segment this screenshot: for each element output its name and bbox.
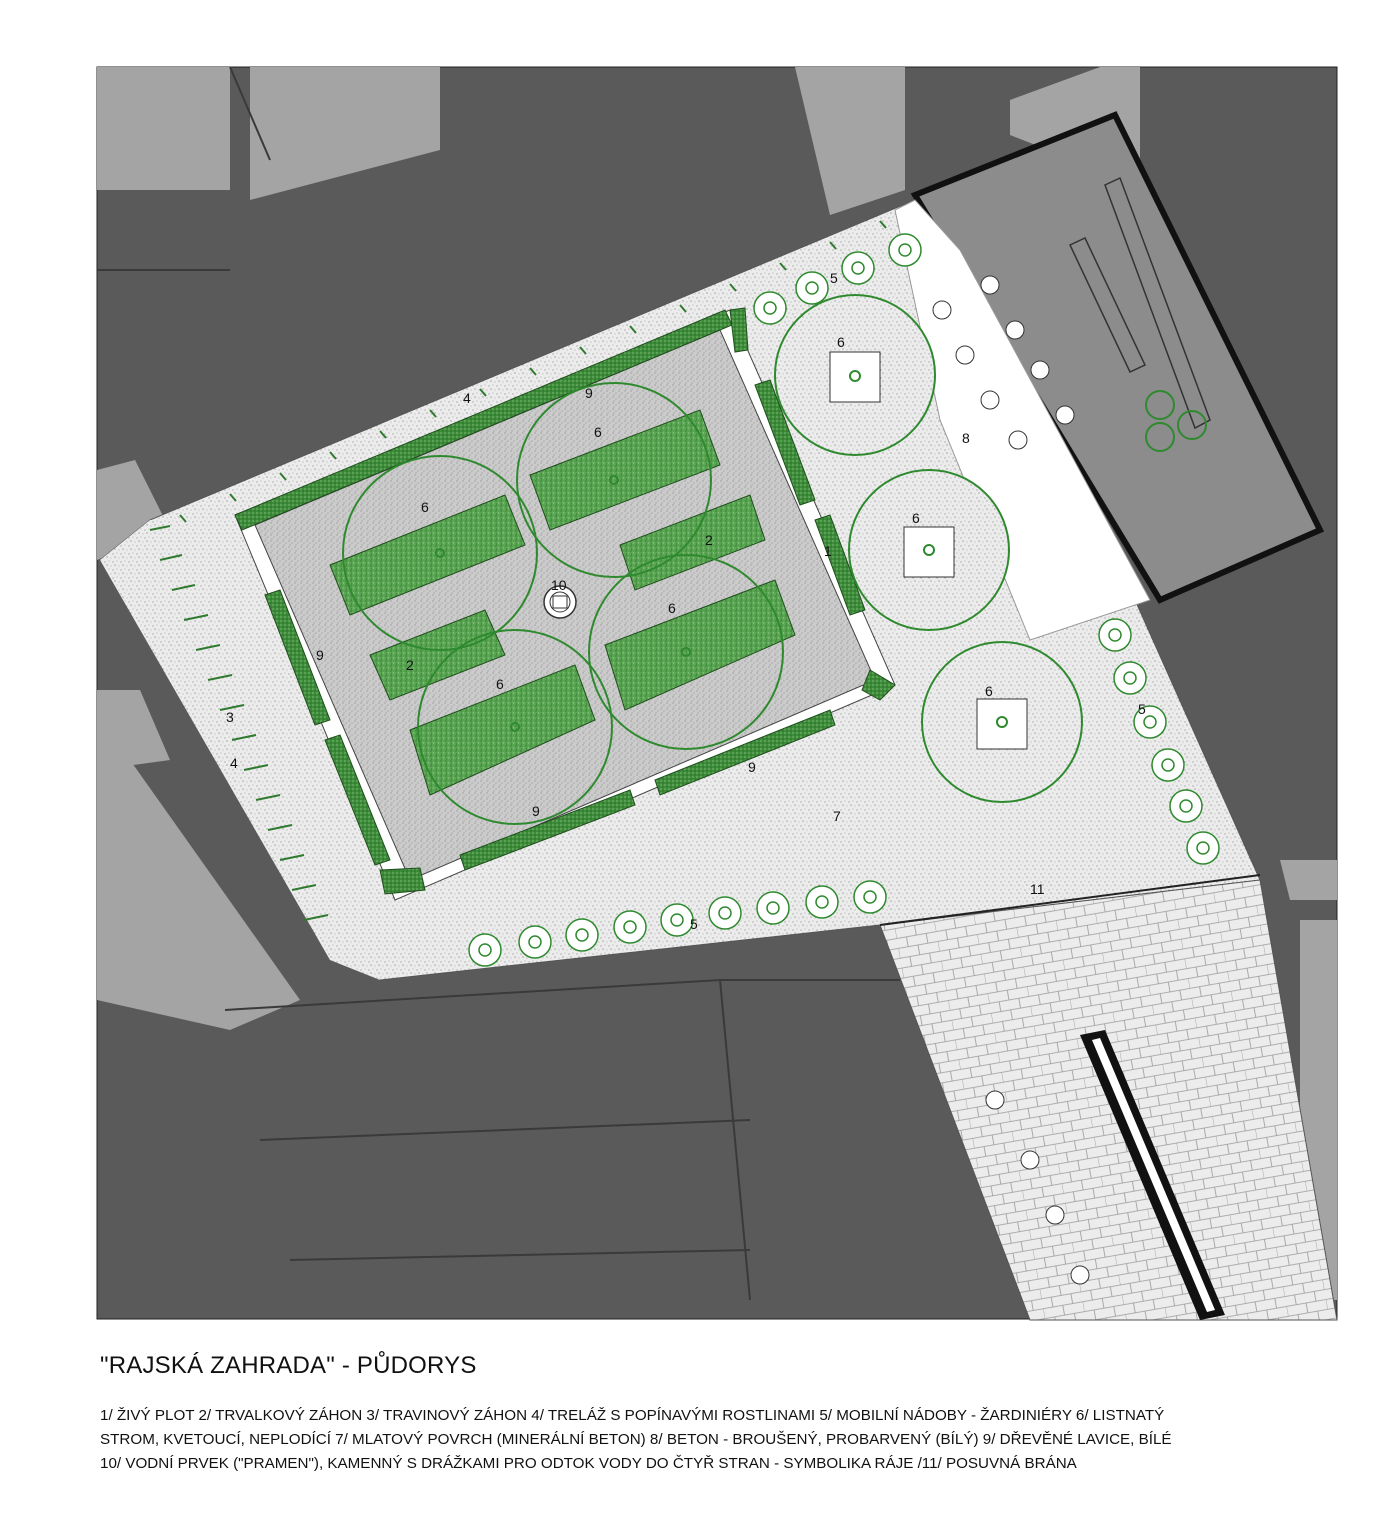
- cafe-building: [910, 111, 1325, 604]
- top-trellis: [179, 220, 887, 523]
- perennial-beds: [329, 409, 796, 796]
- label-9a: 9: [585, 385, 593, 401]
- legend-line: 10/ VODNÍ PRVEK ("PRAMEN"), KAMENNÝ S DR…: [100, 1455, 1077, 1472]
- label-2a: 2: [705, 532, 713, 548]
- label-1: 1: [824, 543, 832, 559]
- lane-stair: [1080, 1030, 1225, 1320]
- bar-counter: [1068, 176, 1211, 430]
- label-5a: 5: [830, 270, 838, 286]
- label-4a: 4: [230, 755, 238, 771]
- label-11: 11: [1030, 881, 1045, 897]
- label-6e: 6: [837, 334, 845, 350]
- label-5b: 5: [1138, 701, 1146, 717]
- legend-line: 1/ ŽIVÝ PLOT 2/ TRVALKOVÝ ZÁHON 3/ TRAVI…: [100, 1407, 1165, 1424]
- legend-line: STROM, KVETOUCÍ, NEPLODÍCÍ 7/ MLATOVÝ PO…: [100, 1431, 1172, 1448]
- trellis-strip: [100, 520, 380, 980]
- plan-title: "RAJSKÁ ZAHRADA" - PŮDORYS: [100, 1352, 477, 1379]
- label-6c: 6: [668, 600, 676, 616]
- label-9b: 9: [316, 647, 324, 663]
- label-4b: 4: [463, 390, 471, 406]
- sliding-gate: [879, 874, 1261, 926]
- label-6f: 6: [912, 510, 920, 526]
- label-8: 8: [962, 430, 970, 446]
- lane-tables: [985, 1090, 1090, 1285]
- hedges: [234, 307, 896, 895]
- label-6d: 6: [496, 676, 504, 692]
- cafe-trees: [1145, 390, 1207, 452]
- outer-trees: [774, 294, 1083, 803]
- label-7: 7: [833, 808, 841, 824]
- legend: 1/ ŽIVÝ PLOT 2/ TRVALKOVÝ ZÁHON 3/ TRAVI…: [100, 1404, 1280, 1476]
- label-10: 10: [551, 577, 567, 593]
- label-3: 3: [226, 709, 234, 725]
- white-terrace: [894, 199, 1151, 641]
- label-2b: 2: [406, 657, 414, 673]
- label-6g: 6: [985, 683, 993, 699]
- planters: [468, 233, 1220, 967]
- trellis-hatch: [149, 525, 329, 921]
- cafe-tables: [932, 275, 1075, 450]
- inner-trees: [342, 382, 784, 825]
- buildings: [97, 66, 900, 1301]
- label-6b: 6: [594, 424, 602, 440]
- label-9d: 9: [532, 803, 540, 819]
- site-plan: 1 2 2 3 4 4 5 5 5 6 6 6 6 6 6 6 7 8 9 9 …: [96, 66, 1338, 1321]
- label-9c: 9: [748, 759, 756, 775]
- label-5c: 5: [690, 916, 698, 932]
- water-feature: [543, 585, 577, 619]
- label-6a: 6: [421, 499, 429, 515]
